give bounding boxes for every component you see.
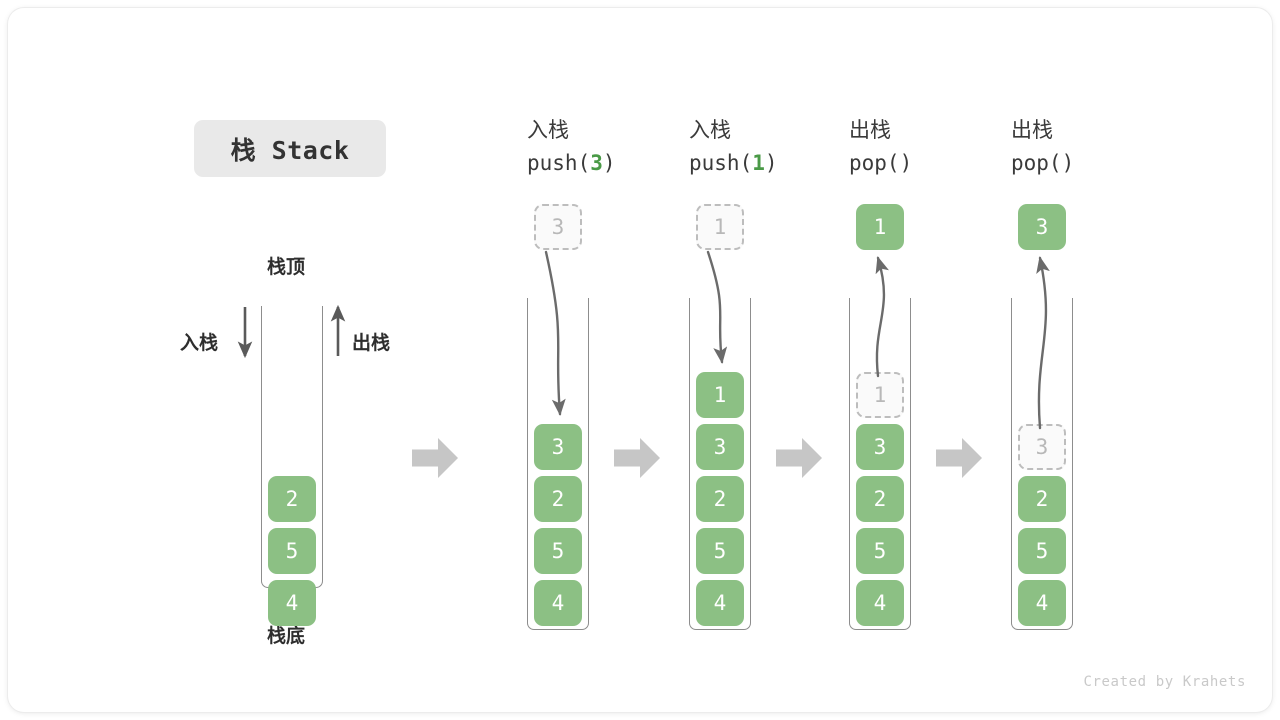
stage-transition-arrow [776,438,822,478]
stack-cell: 4 [856,580,904,626]
panel-operation-argument: 3 [590,151,603,175]
stack-cell: 4 [696,580,744,626]
panel-operation-label: 入栈 [527,118,569,142]
stack-cell: 4 [1018,580,1066,626]
stack-container-pop-1 [849,298,911,630]
stack-bottom-label: 栈底 [267,625,306,647]
watermark: Created by Krahets [1083,674,1246,690]
stage-transition-arrow [412,438,458,478]
stage-transition-arrow [936,438,982,478]
stack-cell: 3 [534,424,582,470]
stack-container-push-1 [689,298,751,630]
stack-cell: 2 [534,476,582,522]
stack-container-push-3 [527,298,589,630]
stack-cell-ghost: 3 [1018,424,1066,470]
stack-cell: 5 [534,528,582,574]
popped-cell: 1 [856,204,904,250]
panel-header-pop-3: 出栈 pop() [1011,114,1074,180]
incoming-cell: 1 [696,204,744,250]
stack-cell: 3 [696,424,744,470]
panel-header-pop-1: 出栈 pop() [849,114,912,180]
panel-header-push-1: 入栈 push(1) [689,114,778,180]
stack-top-label: 栈顶 [267,256,306,278]
panel-operation-argument: 1 [752,151,765,175]
stack-cell: 4 [268,580,316,626]
panel-operation-code: push(1) [689,151,778,175]
panel-operation-code: pop() [849,151,913,175]
panel-header-push-3: 入栈 push(3) [527,114,616,180]
stage-transition-arrow [614,438,660,478]
stack-container-pop-3 [1011,298,1073,630]
panel-operation-label: 出栈 [849,118,891,142]
title-text: 栈 Stack [230,135,350,165]
panel-operation-code: pop() [1011,151,1075,175]
stack-cell: 5 [268,528,316,574]
incoming-cell: 3 [534,204,582,250]
stack-cell-ghost: 1 [856,372,904,418]
stack-cell: 4 [534,580,582,626]
stack-cell: 5 [856,528,904,574]
arrow-overlay [237,250,1050,478]
stack-cell: 2 [268,476,316,522]
push-side-label: 入栈 [180,332,219,354]
panel-operation-label: 入栈 [689,118,731,142]
panel-operation-code: push(3) [527,151,616,175]
stack-cell: 1 [696,372,744,418]
panel-operation-label: 出栈 [1011,118,1053,142]
stack-cell: 3 [856,424,904,470]
stack-cell: 2 [1018,476,1066,522]
popped-cell: 3 [1018,204,1066,250]
stack-cell: 2 [696,476,744,522]
stack-cell: 2 [856,476,904,522]
stack-cell: 5 [1018,528,1066,574]
stack-cell: 5 [696,528,744,574]
pop-side-label: 出栈 [352,332,391,354]
title-badge: 栈 Stack [194,120,386,177]
